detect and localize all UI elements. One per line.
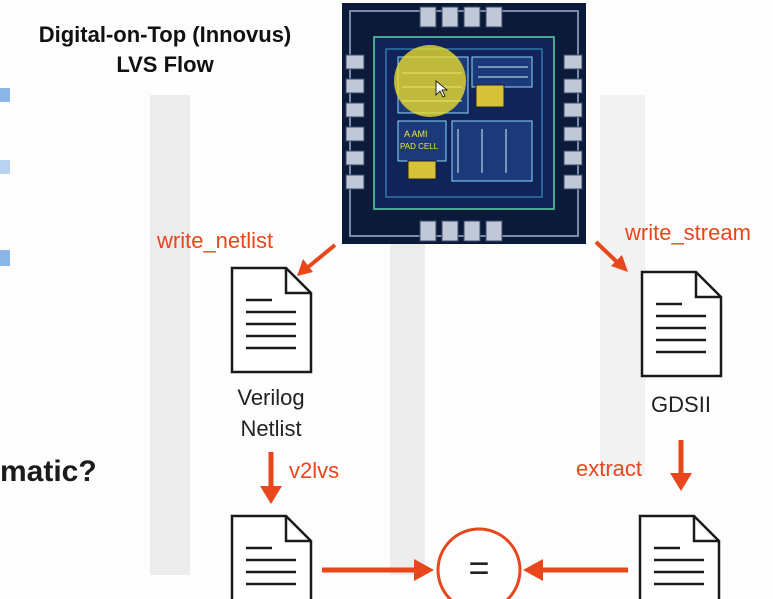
watermark-bar-1	[150, 95, 190, 575]
watermark-bar-3	[600, 95, 645, 475]
arrow-head-extract-icon	[670, 473, 692, 491]
left-strip-1	[0, 88, 10, 102]
label-write-netlist: write_netlist	[157, 228, 274, 253]
chip-label-1: A AMI	[404, 129, 428, 139]
arrow-head-netlist-icon	[297, 259, 313, 276]
arrow-write-netlist	[305, 243, 337, 270]
chip-label-2: PAD CELL	[400, 142, 439, 151]
document-icon-gds	[640, 270, 723, 378]
label-gdsii: GDSII	[651, 392, 711, 417]
arrow-write-stream	[594, 240, 620, 265]
left-strip-2	[0, 160, 10, 174]
label-verilog-line-2: Netlist	[240, 416, 302, 441]
cursor-icon	[435, 80, 449, 98]
arrow-head-left-icon	[414, 559, 434, 581]
label-verilog-line-1: Verilog	[237, 385, 305, 410]
left-question-fragment: matic?	[0, 455, 97, 488]
chip-layout-image: A AMI PAD CELL	[342, 3, 586, 244]
arrow-head-stream-icon	[611, 255, 628, 272]
arrow-head-right-icon	[523, 559, 543, 581]
title-line-2: LVS Flow	[116, 52, 214, 77]
label-write-stream: write_stream	[625, 220, 751, 245]
arrow-head-v2lvs-icon	[260, 486, 282, 504]
compare-symbol: =	[468, 547, 490, 588]
compare-circle	[436, 527, 522, 599]
label-v2lvs: v2lvs	[289, 458, 340, 483]
document-icon-verilog	[230, 266, 313, 374]
label-extract: extract	[576, 456, 643, 481]
slide-title: Digital-on-Top (Innovus) LVS Flow	[0, 20, 330, 80]
document-icon-lvs-netlist	[230, 514, 313, 599]
left-strip-3	[0, 250, 10, 266]
document-icon-extracted-netlist	[638, 514, 721, 599]
label-verilog-netlist: Verilog Netlist	[216, 382, 326, 444]
title-line-1: Digital-on-Top (Innovus)	[38, 22, 292, 47]
